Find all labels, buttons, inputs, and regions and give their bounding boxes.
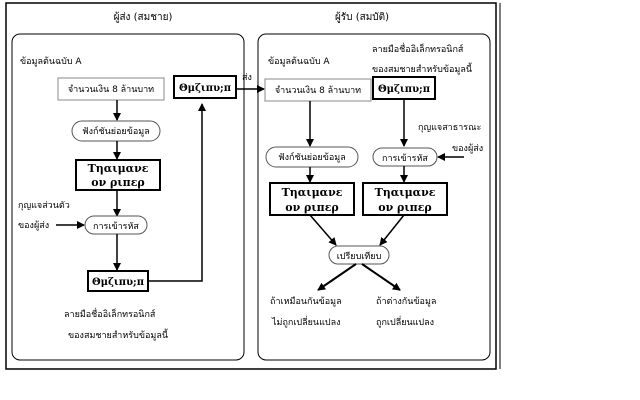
- sender-encrypt: การเข้ารหัส: [93, 221, 139, 232]
- receiver-same-line1: ถ้าเหมือนกันข้อมูล: [270, 296, 342, 307]
- sender-sent-signature-box: [173, 75, 237, 99]
- receiver-digest-a-box: [269, 182, 355, 216]
- receiver-diff-line2: ถูกเปลี่ยนแปลง: [376, 315, 434, 328]
- receiver-arrow-compare-diff: [361, 263, 401, 291]
- receiver-signature-caption-line2: ของสมชายสำหรับข้อมูลนี้: [372, 62, 473, 75]
- receiver-amount: จำนวนเงิน 8 ล้านบาท: [275, 85, 361, 96]
- sender-digest-line1: Τηαιμανε: [88, 162, 149, 175]
- sender-digest-box: [75, 159, 161, 191]
- receiver-public-key-line1: กุญแจสาธารณะ: [418, 123, 481, 133]
- sender-hash-function: ฟังก์ชันย่อยข้อมูล: [82, 125, 149, 137]
- receiver-signature-caption-line1: ลายมือชื่ออิเล็กทรอนิกส์: [372, 42, 464, 55]
- receiver-digest-a-line1: Τηαιμανε: [282, 186, 343, 199]
- receiver-hash-function: ฟังก์ชันย่อยข้อมูล: [278, 151, 345, 163]
- sender-hash-pill: [71, 120, 161, 142]
- sender-private-key-line1: กุญแจส่วนตัว: [18, 201, 70, 211]
- send-label: ส่ง: [242, 73, 252, 83]
- receiver-compare: เปรียบเทียบ: [337, 251, 382, 262]
- sender-signature: Θμζιπυ;π: [92, 277, 144, 288]
- receiver-digest-b-box: [362, 182, 448, 216]
- sender-signature-caption-line2: ของสมชายสำหรับข้อมูลนี้: [68, 328, 169, 341]
- outer-frame: [5, 2, 497, 370]
- sender-sent-signature: Θμζιπυ;π: [179, 83, 231, 94]
- sender-title: ผู้ส่ง (สมชาย): [114, 11, 173, 23]
- receiver-arrow-digest-a-compare: [309, 214, 337, 246]
- sender-amount-box: [57, 77, 165, 101]
- receiver-decrypt-pill: [372, 147, 438, 167]
- receiver-amount-box: [264, 78, 372, 102]
- receiver-decrypt: การเข้ารหัส: [382, 153, 428, 164]
- receiver-digest-a-line2: ον ριπερ: [285, 201, 339, 214]
- receiver-original-doc: ข้อมูลต้นฉบับ A: [268, 56, 330, 67]
- sender-signature-caption-line1: ลายมือชื่ออิเล็กทรอนิกส์: [64, 307, 156, 320]
- sender-digest-line2: ον ριπερ: [91, 176, 145, 189]
- receiver-digest-b-line1: Τηαιμανε: [375, 186, 436, 199]
- sender-amount: จำนวนเงิน 8 ล้านบาท: [68, 84, 154, 95]
- sender-encrypt-pill: [84, 215, 148, 235]
- receiver-arrow-compare-same: [317, 263, 357, 291]
- receiver-hash-pill: [265, 146, 359, 168]
- sender-panel: [11, 33, 245, 361]
- receiver-digest-b-line2: ον ριπερ: [378, 201, 432, 214]
- receiver-title: ผู้รับ (สมบัติ): [335, 11, 389, 23]
- sender-private-key-line2: ของผู้ส่ง: [18, 220, 49, 231]
- receiver-public-key-line2: ของผู้ส่ง: [452, 143, 483, 154]
- receiver-same-line2: ไม่ถูกเปลี่ยนแปลง: [271, 315, 341, 328]
- sender-arrow-signature-to-sent: [148, 103, 206, 282]
- receiver-signature: Θμζιπυ;π: [378, 84, 430, 95]
- receiver-compare-pill: [328, 245, 390, 265]
- receiver-panel: [257, 33, 491, 361]
- receiver-arrow-digest-b-compare: [379, 214, 405, 246]
- receiver-diff-line1: ถ้าต่างกันข้อมูล: [376, 296, 436, 307]
- sender-original-doc: ข้อมูลต้นฉบับ A: [20, 56, 82, 67]
